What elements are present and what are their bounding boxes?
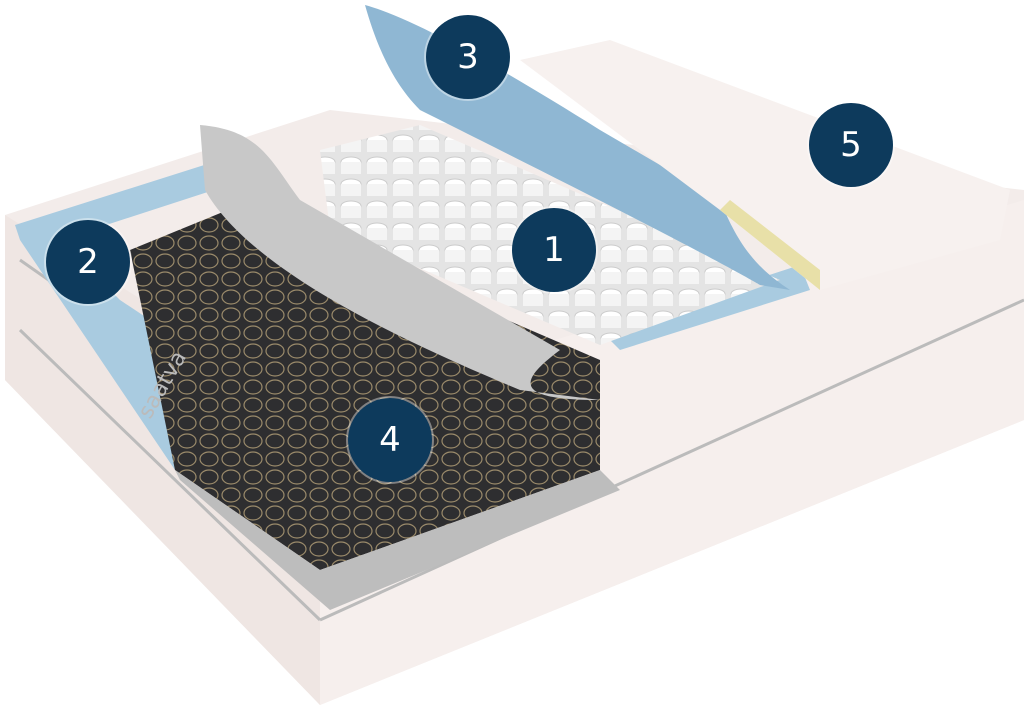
callout-badge-4[interactable]: 4 — [348, 398, 432, 482]
callout-badge-1[interactable]: 1 — [512, 208, 596, 292]
callout-badge-3[interactable]: 3 — [426, 15, 510, 99]
callout-badge-2[interactable]: 2 — [46, 220, 130, 304]
callout-badge-5[interactable]: 5 — [809, 103, 893, 187]
coil-layer — [130, 205, 620, 610]
gray-foam-sheet — [200, 125, 600, 400]
pillow-top — [520, 40, 1010, 290]
